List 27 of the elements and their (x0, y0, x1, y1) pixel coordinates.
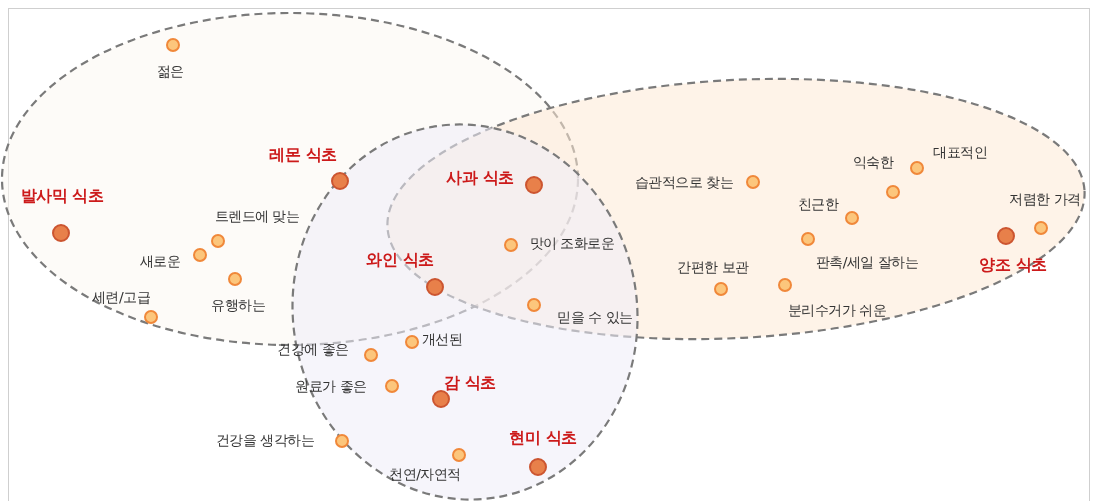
attribute-label: 분리수거가 쉬운 (787, 302, 887, 320)
attribute-label: 친근한 (797, 196, 839, 214)
attribute-label: 믿을 수 있는 (557, 309, 633, 327)
attribute-label: 맛이 조화로운 (529, 235, 615, 253)
attribute-label: 새로운 (139, 253, 181, 271)
product-label: 와인 식초 (366, 249, 434, 271)
product-label: 사과 식초 (446, 167, 514, 189)
product-label: 발사믹 식초 (20, 185, 104, 207)
attribute-label: 익숙한 (852, 154, 894, 172)
attribute-label: 천연/자연적 (389, 466, 461, 484)
product-label: 레몬 식초 (269, 144, 337, 166)
product-label: 감 식초 (444, 372, 496, 394)
attribute-label: 대표적인 (933, 144, 987, 162)
attribute-label: 습관적으로 찾는 (634, 174, 734, 192)
attribute-label: 건강에 좋은 (277, 341, 349, 359)
product-label: 현미 식초 (509, 427, 577, 449)
attribute-label: 저렴한 가격 (1009, 191, 1081, 209)
product-label: 양조 식초 (979, 254, 1047, 276)
attribute-label: 트렌드에 맞는 (214, 208, 300, 226)
attribute-label: 건강을 생각하는 (215, 432, 315, 450)
attribute-label: 개선된 (421, 331, 463, 349)
attribute-label: 세련/고급 (91, 289, 151, 307)
attribute-label: 유행하는 (211, 297, 265, 315)
attribute-label: 간편한 보관 (677, 259, 749, 277)
attribute-label: 원료가 좋은 (295, 378, 367, 396)
attribute-label: 젊은 (156, 63, 184, 81)
attribute-label: 판촉/세일 잘하는 (815, 254, 919, 272)
